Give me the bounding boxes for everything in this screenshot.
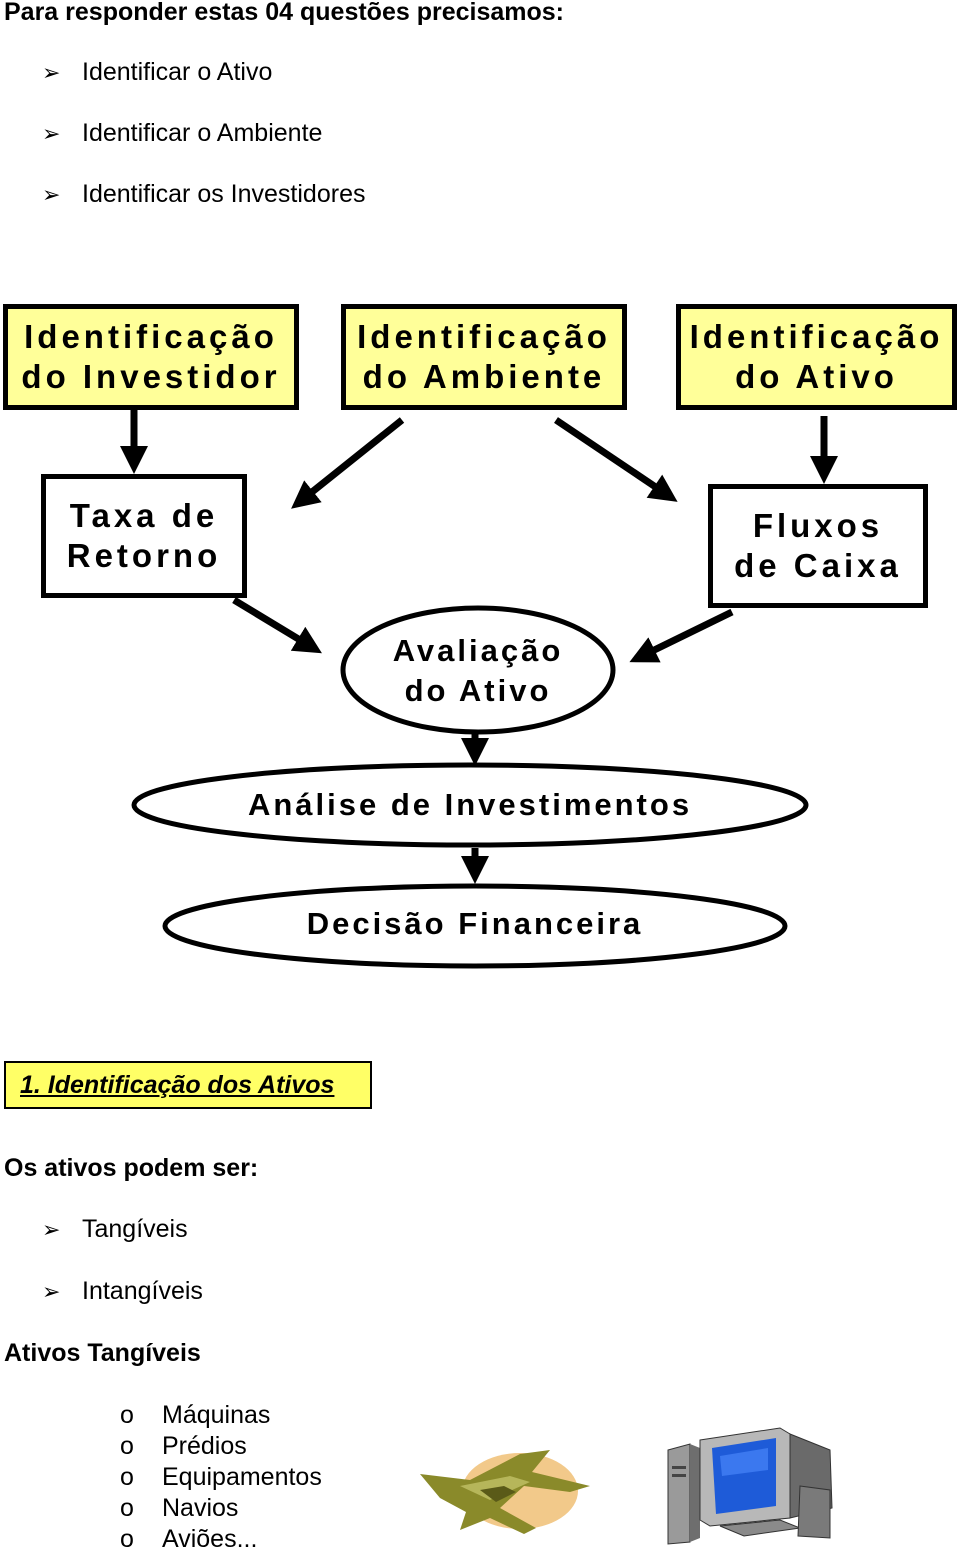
tangible-item-label: Prédios xyxy=(162,1432,247,1460)
tangible-item-label: Navios xyxy=(162,1494,239,1522)
computer-clipart-icon xyxy=(667,1427,833,1545)
arrow-fluxos-avaliacao xyxy=(629,608,734,663)
tangible-item: o Prédios xyxy=(120,1431,322,1462)
tangible-marker: o xyxy=(120,1525,134,1553)
box-line: Identificação xyxy=(357,318,611,355)
ellipse-avaliacao-do-ativo: Avaliação do Ativo xyxy=(343,631,613,711)
tangible-item-label: Aviões... xyxy=(162,1525,258,1553)
tangible-heading: Ativos Tangíveis xyxy=(4,1339,201,1367)
tangible-item: o Máquinas xyxy=(120,1400,322,1431)
arrow-ambiente-fluxos xyxy=(554,417,678,502)
ellipse-analise-shape xyxy=(131,762,809,848)
box-line: do Ambiente xyxy=(362,358,606,395)
intro-item-label: Identificar o Ambiente xyxy=(82,119,323,147)
box-line: do Investidor xyxy=(21,358,281,395)
box-line: Fluxos xyxy=(752,507,884,544)
asset-type-item: ➢ Tangíveis xyxy=(42,1215,188,1244)
intro-item-label: Identificar os Investidores xyxy=(82,180,366,208)
intro-item-label: Identificar o Ativo xyxy=(82,58,273,86)
tangible-item: o Navios xyxy=(120,1493,322,1524)
tangible-marker: o xyxy=(120,1432,134,1460)
intro-item: ➢ Identificar o Ambiente xyxy=(42,119,322,148)
box-line: Taxa de xyxy=(69,497,219,534)
box-line: Retorno xyxy=(66,537,222,574)
arrow-ambiente-taxa xyxy=(291,417,405,509)
tangible-marker: o xyxy=(120,1463,134,1491)
ellipse-avaliacao-shape xyxy=(340,605,616,735)
arrowhead-bullet-icon: ➢ xyxy=(42,120,61,146)
arrowhead-bullet-icon: ➢ xyxy=(42,181,61,207)
airplane-clipart-icon xyxy=(420,1450,590,1534)
ellipse-line: do Ativo xyxy=(404,673,552,708)
box-line: do Ativo xyxy=(735,358,898,395)
ellipse-decisao-shape xyxy=(162,883,788,969)
intro-item: ➢ Identificar o Ativo xyxy=(42,58,272,87)
tangible-item: o Aviões... xyxy=(120,1524,322,1555)
tangible-marker: o xyxy=(120,1401,134,1429)
asset-type-item: ➢ Intangíveis xyxy=(42,1277,203,1306)
tangible-marker: o xyxy=(120,1494,134,1522)
arrowhead-bullet-icon: ➢ xyxy=(42,1278,61,1304)
intro-heading: Para responder estas 04 questões precisa… xyxy=(4,0,564,26)
ellipse-analise-de-investimentos: Análise de Investimentos xyxy=(247,787,693,822)
ellipse-decisao-financeira: Decisão Financeira xyxy=(306,906,644,941)
tangible-item-label: Máquinas xyxy=(162,1401,271,1429)
section-lead: Os ativos podem ser: xyxy=(4,1154,259,1182)
box-line: de Caixa xyxy=(734,547,902,584)
tangible-item-label: Equipamentos xyxy=(162,1463,322,1491)
intro-item: ➢ Identificar os Investidores xyxy=(42,180,365,209)
flow-diagram xyxy=(120,410,838,969)
ellipse-line: Avaliação xyxy=(392,633,564,668)
tangible-item: o Equipamentos xyxy=(120,1462,322,1493)
section-title: 1. Identificação dos Ativos xyxy=(4,1061,372,1109)
asset-type-label: Tangíveis xyxy=(82,1215,188,1243)
arrowhead-bullet-icon: ➢ xyxy=(42,1216,61,1242)
arrowhead-bullet-icon: ➢ xyxy=(42,59,61,85)
box-line: Identificação xyxy=(24,318,278,355)
asset-type-label: Intangíveis xyxy=(82,1277,203,1305)
arrow-taxa-avaliacao xyxy=(232,597,322,654)
box-line: Identificação xyxy=(689,318,944,355)
